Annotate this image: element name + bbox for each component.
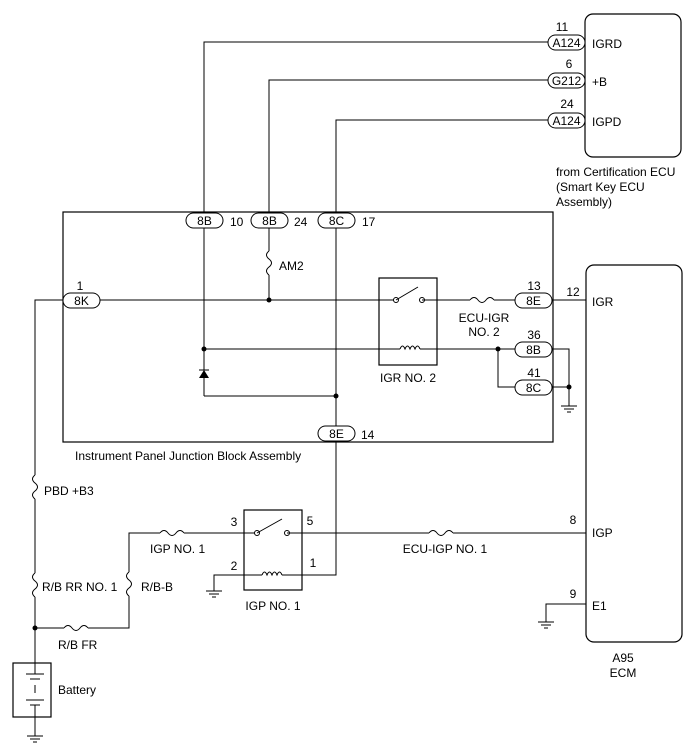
connector-label: A124: [552, 36, 580, 50]
ground-symbol: [538, 621, 554, 629]
wire-e1: [545, 603, 586, 622]
connector-label: 8E: [329, 427, 344, 441]
fuse-rb-rr-label: R/B RR NO. 1: [42, 580, 118, 594]
fuse-pbd-label: PBD +B3: [44, 484, 94, 498]
relay-igr-no2-label: IGR NO. 2: [380, 371, 436, 385]
pin-number: 41: [527, 366, 541, 380]
wire: [88, 596, 130, 629]
wire: [128, 532, 160, 572]
relay-switch-arm: [256, 518, 283, 534]
junction-block-box: [62, 211, 554, 443]
fuse-rb-fr-symbol: [63, 625, 89, 631]
relay-igp-no1-box: [243, 509, 303, 591]
fuse-pbd-symbol: [32, 474, 38, 500]
fuse-igp-no1-label: IGP NO. 1: [150, 542, 205, 556]
pin-name: IGRD: [592, 37, 622, 51]
ecm-pin-name: IGR: [592, 295, 614, 309]
fuse-ecu-igp-symbol: [428, 530, 454, 536]
ground-symbol: [27, 735, 43, 743]
wire: [302, 441, 337, 576]
relay-switch-arm: [395, 286, 419, 301]
pin-number: 13: [527, 279, 541, 293]
fuse-rb-fr-label: R/B FR: [58, 638, 98, 652]
ground-symbol: [561, 405, 577, 413]
connector-label: G212: [552, 74, 582, 88]
ecm-caption-1: A95: [612, 651, 634, 665]
battery-label: Battery: [58, 683, 96, 697]
pin-number: 11: [556, 20, 569, 34]
pin-name: +B: [592, 75, 607, 89]
connector-label: 8B: [197, 214, 212, 228]
connector-label: 8B: [262, 214, 277, 228]
wire: [552, 348, 570, 406]
wire-b: [268, 79, 548, 212]
wire: [497, 349, 515, 388]
connector-label: 8B: [526, 343, 541, 357]
junction-block-label: Instrument Panel Junction Block Assembly: [75, 449, 301, 463]
fuse-am2-label: AM2: [279, 259, 304, 273]
jb-connector-8b-10: 8B 10: [185, 212, 244, 229]
cert-ecu-caption-2: (Smart Key ECU: [556, 180, 645, 194]
pin-number: 24: [560, 97, 574, 111]
junction-dot: [566, 384, 572, 390]
wire-igrd: [203, 41, 548, 212]
fuse-rb-rr-symbol: [32, 572, 38, 598]
connector-label: 8E: [526, 294, 541, 308]
pin-number: 6: [566, 57, 573, 71]
relay-igp-no1-label: IGP NO. 1: [245, 599, 300, 613]
diode-symbol: [199, 370, 209, 378]
ecm-pin-number: 12: [566, 285, 580, 299]
connector-label: 8K: [74, 294, 89, 308]
wire-igpd: [335, 119, 548, 212]
pin-name: IGPD: [592, 115, 622, 129]
fuse-igp-no1-symbol: [159, 530, 185, 536]
fuse-ecu-igr-label-2: NO. 2: [468, 325, 500, 339]
fuse-rb-b-symbol: [126, 571, 132, 597]
cert-ecu-caption-1: from Certification ECU: [556, 165, 675, 179]
ecm-pin-name: E1: [592, 599, 607, 613]
ecm-pin-number: 9: [570, 587, 577, 601]
pin-number: 36: [527, 328, 541, 342]
battery-box: [12, 662, 52, 718]
ecm-box: [585, 264, 683, 643]
connector-label: 8C: [329, 214, 345, 228]
connector-label: 8C: [526, 381, 542, 395]
relay-pin-number: 1: [310, 556, 317, 570]
fuse-ecu-igp-label: ECU-IGP NO. 1: [403, 542, 488, 556]
cert-pin-b: 6 G212 +B: [547, 57, 607, 89]
cert-pin-igrd: 11 A124 IGRD: [547, 20, 622, 51]
relay-pin-number: 2: [231, 559, 238, 573]
ecm-caption-2: ECM: [610, 666, 637, 680]
pin-number: 17: [362, 215, 376, 229]
pin-number: 1: [77, 279, 84, 293]
cert-pin-igpd: 24 A124 IGPD: [547, 97, 622, 129]
relay-igr-no2-box: [378, 277, 438, 366]
cert-ecu-caption-3: Assembly): [556, 195, 612, 209]
pin-number: 14: [361, 428, 375, 442]
fuse-ecu-igr-symbol: [469, 297, 495, 303]
connector-label: A124: [552, 114, 580, 128]
ecm-pin-name: IGP: [592, 526, 613, 540]
ecm-pin-number: 8: [570, 513, 577, 527]
relay-coil: [399, 345, 421, 351]
battery-symbol: [26, 663, 44, 717]
wire: [213, 574, 244, 591]
wire: [34, 299, 63, 475]
relay-coil: [261, 571, 283, 577]
fuse-ecu-igr-label-1: ECU-IGR: [459, 311, 510, 325]
jb-connector-8c-17: 8C 17: [317, 212, 376, 229]
relay-pin-number: 3: [231, 515, 238, 529]
relay-pin-number: 5: [307, 514, 314, 528]
certification-ecu-box: [584, 13, 682, 158]
fuse-rb-b-label: R/B-B: [141, 580, 173, 594]
jb-connector-8b-24: 8B 24: [250, 212, 308, 229]
fuse-am2-symbol: [266, 250, 272, 276]
pin-number: 24: [294, 215, 308, 229]
ground-symbol: [206, 590, 222, 598]
pin-number: 10: [230, 215, 244, 229]
